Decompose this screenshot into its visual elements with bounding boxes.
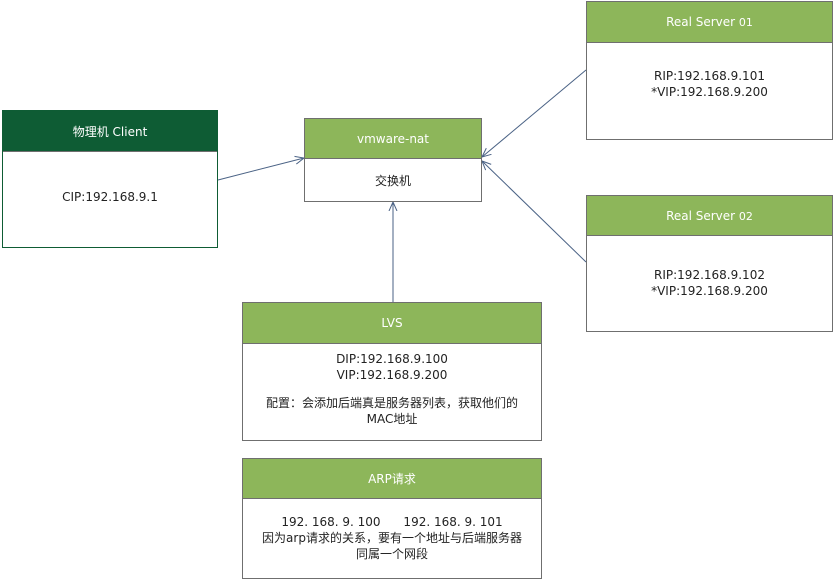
arp-node-title: ARP请求: [368, 472, 416, 486]
real-server-02-header: Real Server 02: [587, 196, 832, 236]
real-server-01-node[interactable]: Real Server 01 RIP:192.168.9.101 *VIP:19…: [586, 1, 833, 140]
arp-node-header: ARP请求: [243, 459, 541, 499]
arp-line-2: 因为arp请求的关系，要有一个地址与后端服务器: [262, 531, 522, 545]
client-node-title: 物理机 Client: [72, 124, 148, 139]
real-server-01-body: RIP:192.168.9.101 *VIP:192.168.9.200: [587, 43, 832, 100]
client-node-body: CIP:192.168.9.1: [3, 152, 217, 205]
lvs-node[interactable]: LVS DIP:192.168.9.100 VIP:192.168.9.200 …: [242, 302, 542, 441]
arp-node-body: 192. 168. 9. 100 192. 168. 9. 101 因为arp请…: [243, 499, 541, 562]
real-server-02-rip: RIP:192.168.9.102: [654, 268, 765, 282]
lvs-vip: VIP:192.168.9.200: [336, 368, 448, 382]
lvs-node-title: LVS: [381, 316, 403, 330]
lvs-node-body: DIP:192.168.9.100 VIP:192.168.9.200 配置：会…: [243, 344, 541, 427]
arp-ips: 192. 168. 9. 100 192. 168. 9. 101: [281, 515, 503, 529]
real-server-02-body: RIP:192.168.9.102 *VIP:192.168.9.200: [587, 236, 832, 299]
real-server-02-title: Real Server 02: [666, 208, 753, 223]
real-server-02-node[interactable]: Real Server 02 RIP:192.168.9.102 *VIP:19…: [586, 195, 833, 332]
lvs-node-header: LVS: [243, 303, 541, 344]
switch-node-title: vmware-nat: [356, 131, 429, 146]
switch-label: 交换机: [374, 174, 411, 188]
real-server-01-rip: RIP:192.168.9.101: [654, 69, 765, 83]
switch-node-header: vmware-nat: [305, 119, 481, 159]
edge-client-to-switch: [217, 158, 304, 181]
lvs-note-line-2: MAC地址: [366, 412, 418, 426]
lvs-dip: DIP:192.168.9.100: [336, 352, 448, 366]
arp-node[interactable]: ARP请求 192. 168. 9. 100 192. 168. 9. 101 …: [242, 458, 542, 579]
edge-rs1-to-switch: [482, 69, 587, 157]
client-node[interactable]: 物理机 Client CIP:192.168.9.1: [2, 110, 218, 248]
arp-line-3: 同属一个网段: [355, 547, 428, 561]
switch-node[interactable]: vmware-nat 交换机: [304, 118, 482, 202]
real-server-01-vip: *VIP:192.168.9.200: [651, 85, 768, 99]
client-node-header: 物理机 Client: [3, 111, 217, 152]
real-server-01-header: Real Server 01: [587, 2, 832, 43]
client-cip: CIP:192.168.9.1: [62, 190, 158, 204]
edge-rs2-to-switch: [482, 161, 587, 263]
real-server-02-vip: *VIP:192.168.9.200: [651, 284, 768, 298]
real-server-01-title: Real Server 01: [666, 15, 753, 29]
lvs-note-line-1: 配置：会添加后端真是服务器列表，获取他们的: [265, 396, 518, 410]
switch-node-body: 交换机: [305, 159, 481, 189]
